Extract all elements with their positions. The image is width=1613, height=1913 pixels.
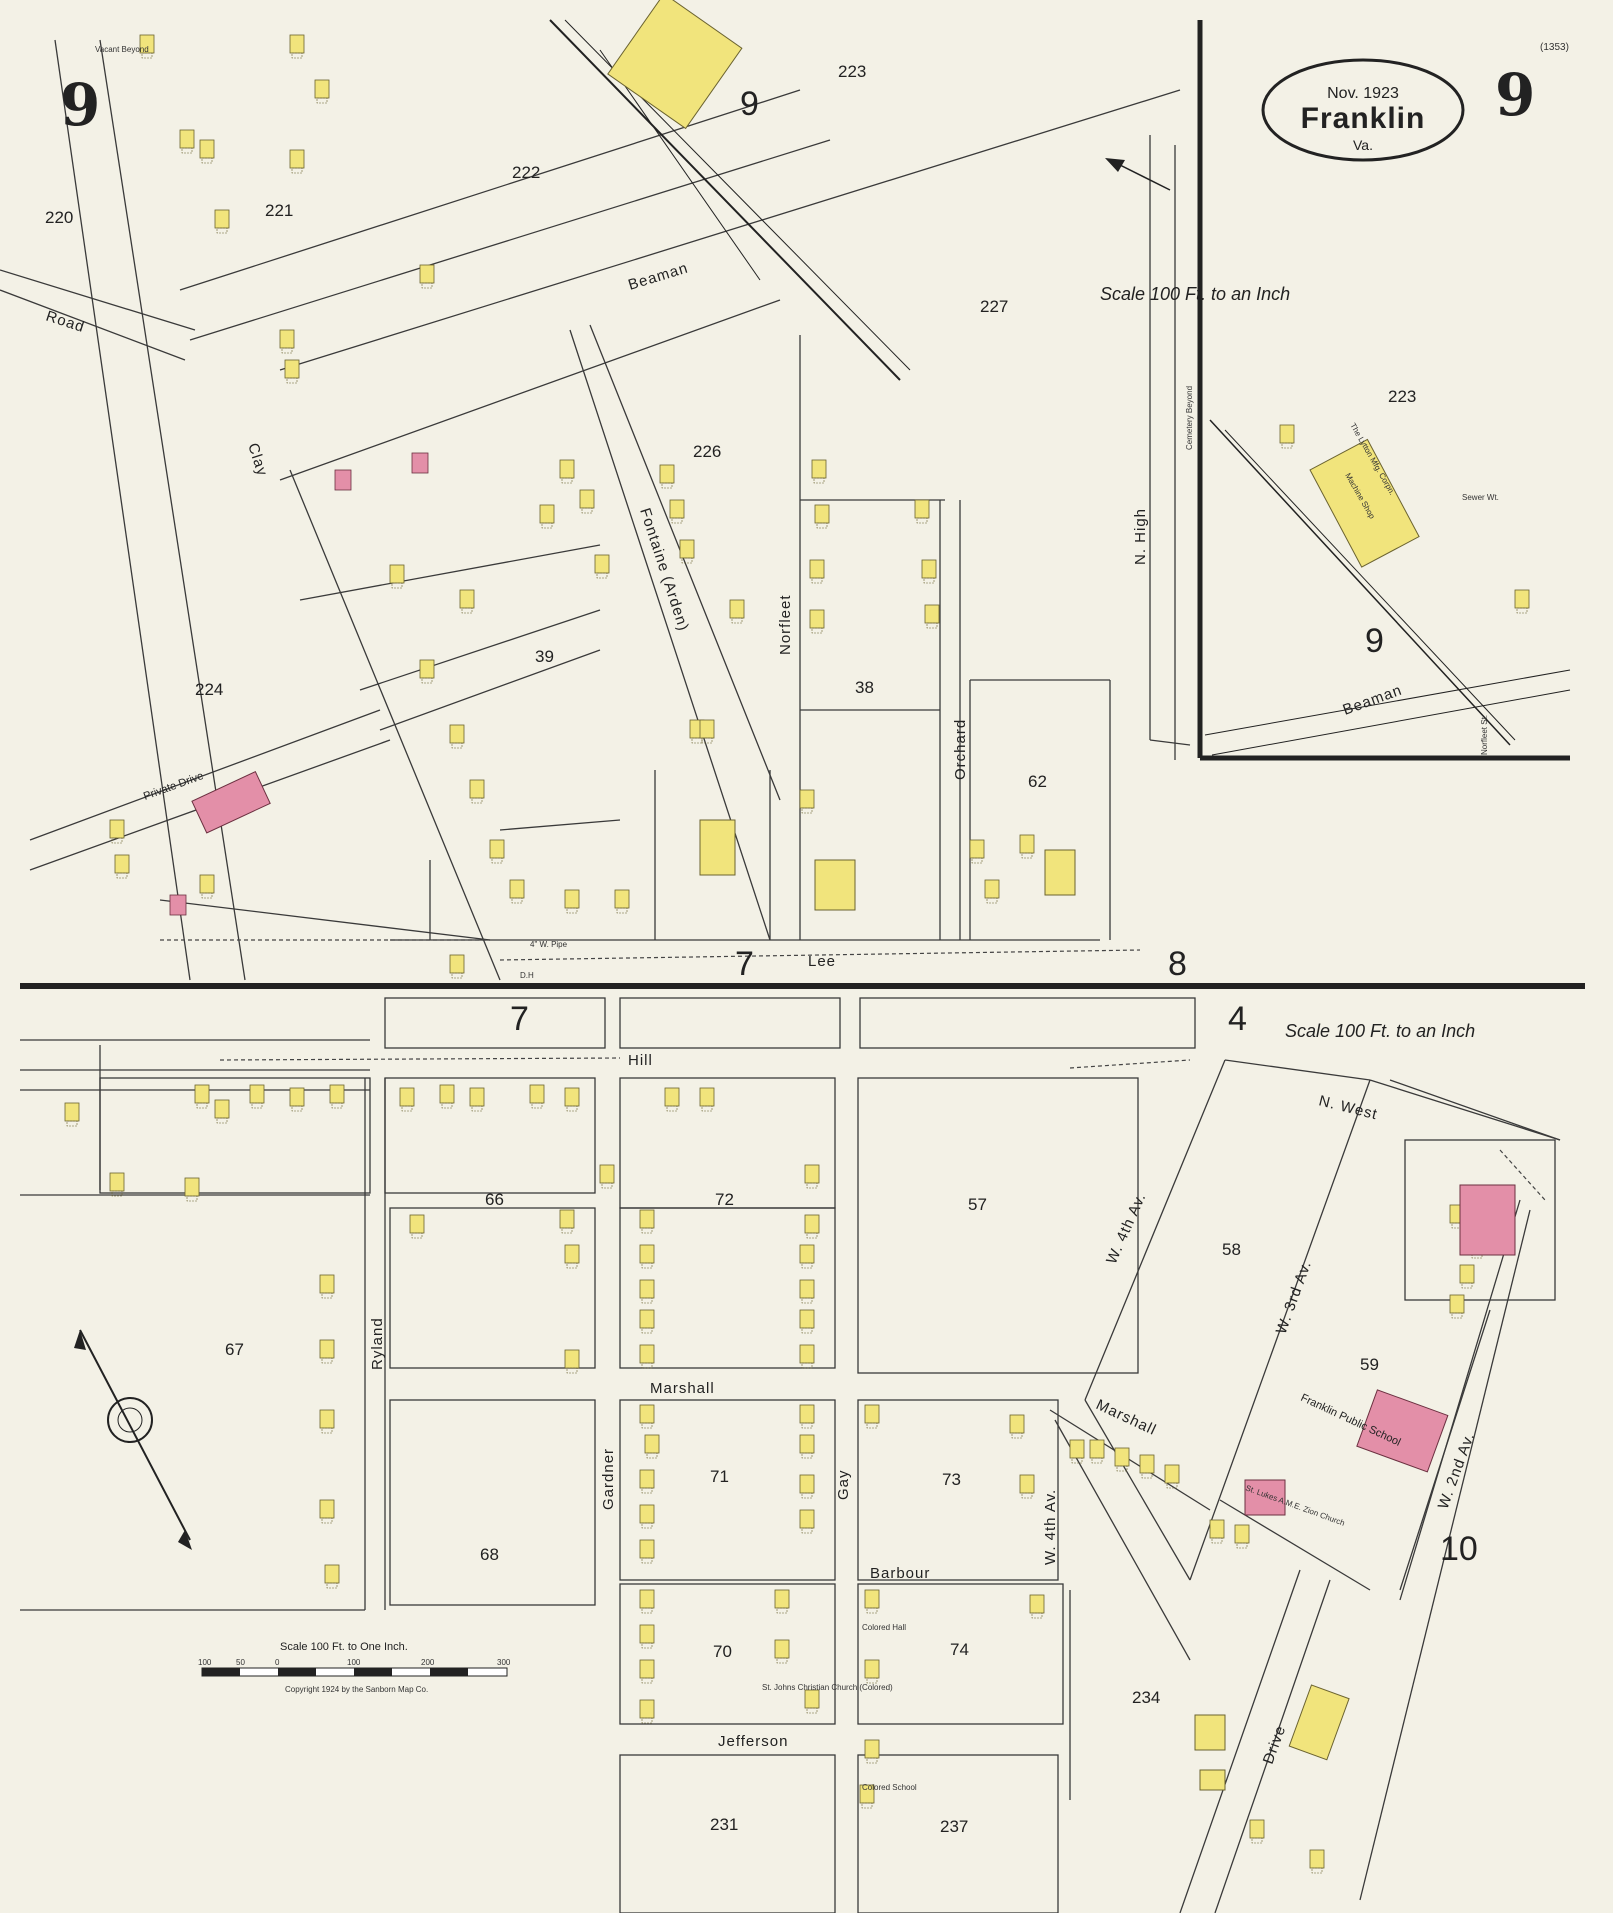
block-66: 66 (485, 1190, 504, 1209)
block-62: 62 (1028, 772, 1047, 791)
bar-scale-tick-1: 50 (236, 1658, 245, 1667)
block-39: 39 (535, 647, 554, 666)
cemetery-note: Cemetery Beyond (1185, 386, 1194, 450)
block-223-inset: 223 (1388, 387, 1416, 406)
block-59: 59 (1360, 1355, 1379, 1374)
street-marshall: Marshall (650, 1380, 715, 1397)
adjoining-sheet-7: 7 (510, 1000, 529, 1038)
title-state: Va. (1353, 137, 1373, 153)
street-hill: Hill (628, 1052, 653, 1069)
street-gardner: Gardner (600, 1448, 617, 1510)
colored-hall-label: Colored Hall (862, 1623, 906, 1632)
street-jefferson: Jefferson (718, 1733, 788, 1750)
title-date: Nov. 1923 (1327, 85, 1399, 102)
block-68: 68 (480, 1545, 499, 1564)
block-71: 71 (710, 1467, 729, 1486)
buildings (64, 0, 1530, 1874)
block-58: 58 (1222, 1240, 1241, 1259)
street-orchard: Orchard (952, 719, 969, 780)
bar-scale-copyright: Copyright 1924 by the Sanborn Map Co. (285, 1685, 428, 1694)
bar-scale-tick-4: 200 (421, 1658, 435, 1667)
block-223: 223 (838, 62, 866, 81)
scale-label-bottom: Scale 100 Ft. to an Inch (1285, 1021, 1475, 1041)
block-73: 73 (942, 1470, 961, 1489)
bar-scale-tick-0: 100 (198, 1658, 212, 1667)
water-pipes (160, 939, 1546, 1201)
title-town: Franklin (1301, 102, 1426, 135)
block-234: 234 (1132, 1688, 1160, 1707)
colored-school-label: Colored School (862, 1783, 917, 1792)
st-johns-label: St. Johns Christian Church (Colored) (762, 1683, 893, 1692)
bar-scale-title: Scale 100 Ft. to One Inch. (280, 1641, 408, 1653)
block-226: 226 (693, 442, 721, 461)
block-222: 222 (512, 163, 540, 182)
adjoining-sheet-9: 9 (740, 85, 759, 123)
map-divider (20, 983, 1585, 989)
sheet-number-right: 9 (1495, 61, 1535, 129)
adjoining-sheet-10: 10 (1440, 1530, 1478, 1568)
block-220: 220 (45, 208, 73, 227)
bar-scale-tick-3: 100 (347, 1658, 361, 1667)
block-57: 57 (968, 1195, 987, 1214)
pipe-label: 4" W. Pipe (530, 940, 568, 949)
vacant-note: Vacant Beyond (95, 45, 149, 54)
block-227: 227 (980, 297, 1008, 316)
bar-scale-tick-5: 300 (497, 1658, 511, 1667)
compass-rose (74, 1329, 192, 1550)
corner-note: (1353) (1540, 42, 1569, 53)
street-lee: Lee (808, 953, 836, 970)
adjoining-sheet-7-top: 7 (735, 945, 754, 983)
block-72: 72 (715, 1190, 734, 1209)
street-ryland: Ryland (369, 1317, 386, 1370)
block-67: 67 (225, 1340, 244, 1359)
title-cartouche (1261, 58, 1465, 162)
inset-street-norfleet: Norfleet St. (1480, 715, 1489, 755)
block-38: 38 (855, 678, 874, 697)
block-74: 74 (950, 1640, 969, 1659)
scale-label-top: Scale 100 Ft. to an Inch (1100, 284, 1290, 304)
bar-scale (201, 1667, 508, 1677)
street-n-high: N. High (1132, 508, 1149, 565)
adjoining-sheet-9-inset: 9 (1365, 622, 1384, 660)
warehouse (607, 0, 743, 130)
adjoining-sheet-4: 4 (1228, 1000, 1247, 1038)
block-224: 224 (195, 680, 223, 699)
street-barbour: Barbour (870, 1565, 930, 1582)
north-arrow (1105, 158, 1171, 191)
block-237: 237 (940, 1817, 968, 1836)
block-221: 221 (265, 201, 293, 220)
street-norfleet: Norfleet (777, 594, 794, 655)
block-231: 231 (710, 1815, 738, 1834)
bar-scale-tick-2: 0 (275, 1658, 280, 1667)
sewer-label: Sewer Wt. (1462, 493, 1499, 502)
block-70: 70 (713, 1642, 732, 1661)
sheet-number-left: 9 (60, 71, 100, 139)
street-gay: Gay (835, 1469, 852, 1500)
street-w4th-av-lower: W. 4th Av. (1042, 1489, 1059, 1565)
hydrant-label: D.H (520, 971, 534, 980)
inset-frame (1197, 20, 1571, 761)
adjoining-sheet-8: 8 (1168, 945, 1187, 983)
